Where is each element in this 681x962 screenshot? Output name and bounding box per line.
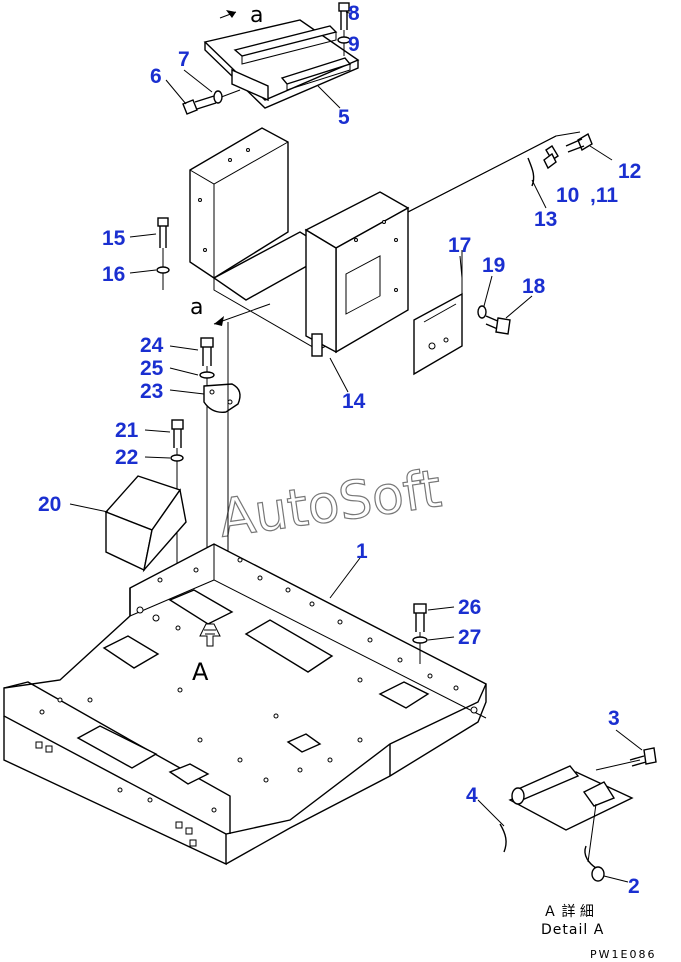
callout-24: 24	[140, 334, 164, 357]
callout-16: 16	[102, 263, 125, 286]
cover-part-20	[104, 475, 187, 573]
bracket-plate-part-17	[413, 250, 463, 376]
callout-10: 10	[556, 184, 579, 207]
callout-22: 22	[115, 446, 138, 469]
callout-13: 13	[534, 208, 557, 231]
washer-part-22	[170, 454, 184, 462]
callout-8: 8	[348, 2, 360, 25]
bolt-part-26	[413, 603, 427, 664]
callout-6: 6	[150, 65, 162, 88]
leader-lines	[69, 11, 643, 883]
washer-part-25	[199, 371, 215, 379]
washer-part-7	[213, 90, 223, 104]
detail-label-en: Detail A	[541, 922, 604, 938]
washer-part-27	[412, 636, 428, 644]
section-marker-a-lower: a	[190, 295, 203, 320]
callout-25: 25	[140, 357, 164, 380]
callout-20: 20	[38, 493, 61, 516]
watermark: AutoSoft	[215, 459, 445, 549]
callout-5: 5	[338, 106, 350, 129]
callout-14: 14	[342, 390, 366, 413]
bolt-part-18	[485, 315, 511, 335]
callout-4: 4	[466, 784, 478, 807]
callout-23: 23	[140, 380, 163, 403]
figure-code: PW1E086	[590, 948, 656, 961]
callout-26: 26	[458, 596, 481, 619]
callout-27: 27	[458, 626, 481, 649]
detail-label-jp: Ａ 詳 細	[543, 904, 594, 920]
callout-21: 21	[115, 419, 139, 442]
callout-9: 9	[348, 33, 360, 56]
frame-box-part-14	[189, 127, 410, 357]
view-arrow-a	[199, 623, 221, 647]
clip-part-13	[527, 157, 535, 187]
callout-1: 1	[356, 540, 368, 563]
detail-a-hinge	[499, 759, 641, 882]
callout-18: 18	[522, 275, 546, 298]
bolt-part-12	[565, 132, 593, 153]
washer-part-10-11	[543, 145, 559, 170]
bolt-part-15	[157, 217, 169, 290]
callout-17: 17	[448, 234, 471, 257]
callout-15: 15	[102, 227, 126, 250]
main-frame-part-1	[3, 543, 487, 866]
section-marker-a-upper: a	[250, 3, 263, 28]
callout-2: 2	[628, 875, 640, 898]
bolt-part-3	[629, 747, 657, 767]
bolt-part-6	[182, 89, 241, 115]
callout-11: ,11	[590, 184, 618, 207]
washer-part-19	[477, 305, 487, 319]
cover-plate-part-5	[203, 10, 360, 109]
cover-plate-part-23	[203, 383, 241, 413]
washer-part-16	[156, 266, 170, 274]
view-arrow-label: A	[192, 658, 209, 686]
callout-19: 19	[482, 254, 505, 277]
callout-3: 3	[608, 707, 620, 730]
callout-7: 7	[178, 48, 190, 71]
callout-12: 12	[618, 160, 641, 183]
